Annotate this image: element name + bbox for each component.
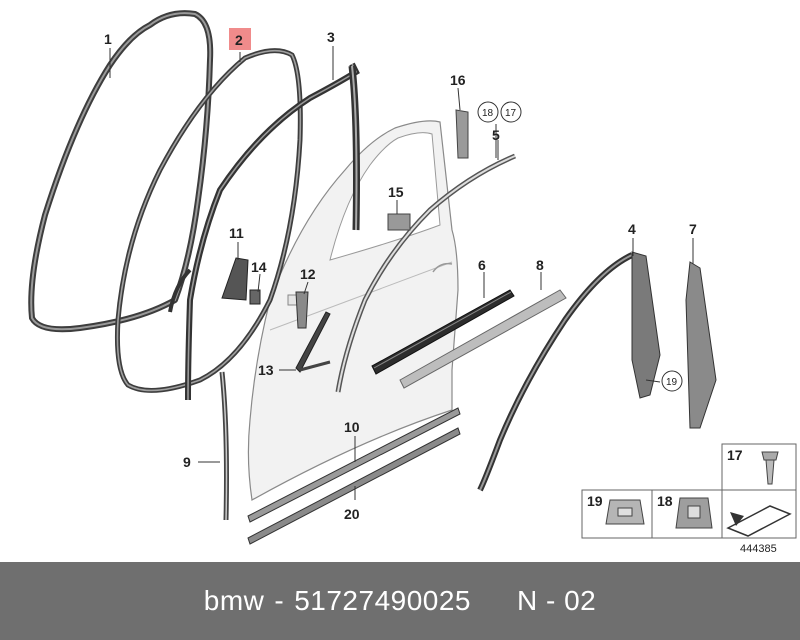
callout-7: 7: [689, 221, 697, 237]
callout-16: 16: [450, 72, 466, 88]
svg-text:18: 18: [482, 108, 494, 119]
leader-lines: [109, 46, 694, 500]
part-10-sill-strip: [247, 407, 461, 523]
part-4-pillar-seal: [477, 251, 661, 492]
callout-9: 9: [183, 454, 191, 470]
callout-3: 3: [327, 29, 335, 45]
legend-17-screw: 17: [721, 443, 797, 491]
part-8-trim-strip: [399, 289, 567, 389]
part-5-window-channel: [335, 153, 516, 393]
part-7-pillar-trim: [685, 261, 717, 429]
callout-6: 6: [478, 257, 486, 273]
callout-15: 15: [388, 184, 404, 200]
legend-arrow-box: [721, 489, 797, 539]
part-11-bracket: [221, 257, 249, 301]
part-1-door-seal: [28, 10, 214, 333]
diagram-ref-id: 444385: [740, 543, 777, 555]
callout-10: 10: [344, 419, 360, 435]
svg-text:19: 19: [587, 493, 603, 509]
part-3-frame-seal: [168, 62, 360, 401]
revision-label: N - 02: [517, 585, 597, 616]
callout-13: 13: [258, 362, 274, 378]
callout-2: 2: [235, 32, 243, 48]
callout-14: 14: [251, 259, 267, 275]
callout-12: 12: [300, 266, 316, 282]
callout-8: 8: [536, 257, 544, 273]
part-9-vertical-seal: [219, 371, 229, 521]
svg-text:17: 17: [505, 108, 517, 119]
callout-11: 11: [229, 225, 244, 241]
callout-5: 5: [492, 127, 500, 143]
callout-1: 1: [104, 31, 112, 47]
part-number: 51727490025: [294, 585, 471, 616]
parts-diagram: 1 2 3 4 5 6 7 8 9 10 11 12 13 14 15 16 2…: [28, 10, 797, 555]
part-16-bracket: [455, 109, 469, 159]
svg-text:18: 18: [657, 493, 673, 509]
legend-19-nut: 19: [581, 489, 653, 539]
circled-callout-19: 19: [661, 370, 683, 392]
part-14-clip: [249, 289, 261, 305]
svg-text:19: 19: [666, 377, 678, 388]
callout-20: 20: [344, 506, 360, 522]
callout-4: 4: [628, 221, 636, 237]
part-15-clip: [387, 213, 411, 231]
circled-callout-17: 17: [500, 101, 522, 123]
part-20-lower-seal: [247, 427, 461, 545]
svg-text:17: 17: [727, 447, 743, 463]
part-13-rod: [295, 311, 331, 373]
circled-callout-18: 18: [477, 101, 499, 123]
footer-bar: bmw - 51727490025 N - 02: [0, 562, 800, 640]
brand-label: bmw: [203, 585, 265, 616]
part-12-bracket: [295, 291, 309, 329]
part-6-window-strip: [371, 289, 515, 375]
part-2-highlight: [229, 28, 251, 50]
legend-18-clip: 18: [651, 489, 723, 539]
separator: -: [274, 585, 285, 616]
part-2-inner-seal: [114, 48, 303, 393]
